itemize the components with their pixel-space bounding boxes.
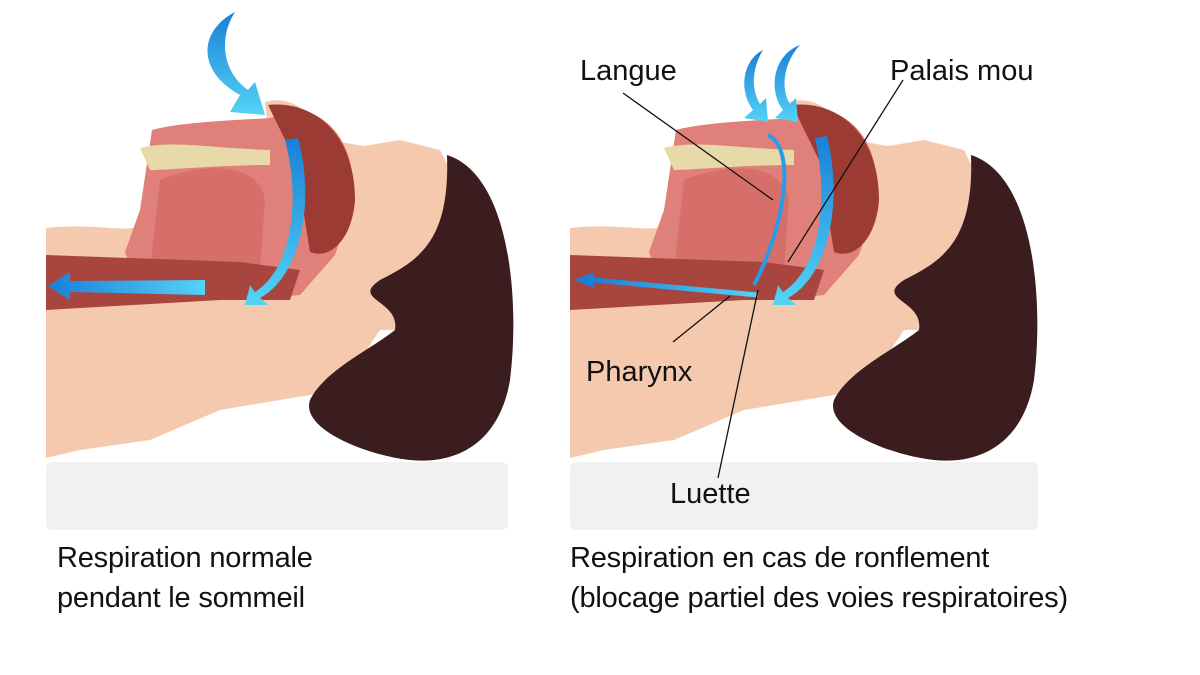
panel-snoring: [568, 0, 1108, 540]
panel-normal-breathing: [40, 0, 580, 540]
bone-palate: [664, 144, 794, 170]
tongue: [674, 168, 789, 285]
caption-snoring: Respiration en cas de ronflement (blocag…: [570, 538, 1068, 618]
airflow-arrow-throat: [245, 138, 306, 305]
hair: [833, 155, 1038, 461]
pillow: [46, 462, 508, 530]
airflow-arrow-in: [207, 12, 265, 115]
leader-line-pharynx: [672, 295, 731, 343]
pillow: [570, 462, 1038, 530]
hair: [309, 155, 514, 461]
snoring-illustration: [570, 45, 1038, 530]
airflow-trachea-thin: [592, 277, 759, 298]
airflow-arrow-trachea: [48, 272, 205, 300]
airflow-arrow-in-2: [774, 45, 800, 122]
tongue: [150, 168, 265, 285]
caption-snoring-line1: Respiration en cas de ronflement: [570, 542, 990, 574]
caption-normal-line1: Respiration normale: [57, 542, 313, 574]
caption-normal-line2: pendant le sommeil: [57, 582, 305, 614]
leader-line-palais-mou: [787, 79, 904, 263]
nasal-dark: [792, 104, 879, 254]
leader-line-langue: [622, 92, 774, 201]
label-palais-mou: Palais mou: [890, 55, 1034, 87]
caption-snoring-line2: (blocage partiel des voies respiratoires…: [570, 582, 1068, 614]
label-langue: Langue: [580, 55, 677, 87]
airflow-trachea-head: [574, 272, 594, 288]
leader-line-luette: [717, 289, 759, 479]
label-luette: Luette: [670, 478, 751, 510]
normal-breathing-illustration: [46, 12, 514, 530]
airflow-thin-mouth: [752, 133, 787, 286]
label-pharynx: Pharynx: [586, 356, 693, 388]
caption-normal-breathing: Respiration normale pendant le sommeil: [57, 538, 313, 618]
airflow-arrow-in-1: [744, 50, 768, 122]
airflow-arrow-throat: [773, 136, 834, 305]
bone-palate: [140, 144, 270, 170]
